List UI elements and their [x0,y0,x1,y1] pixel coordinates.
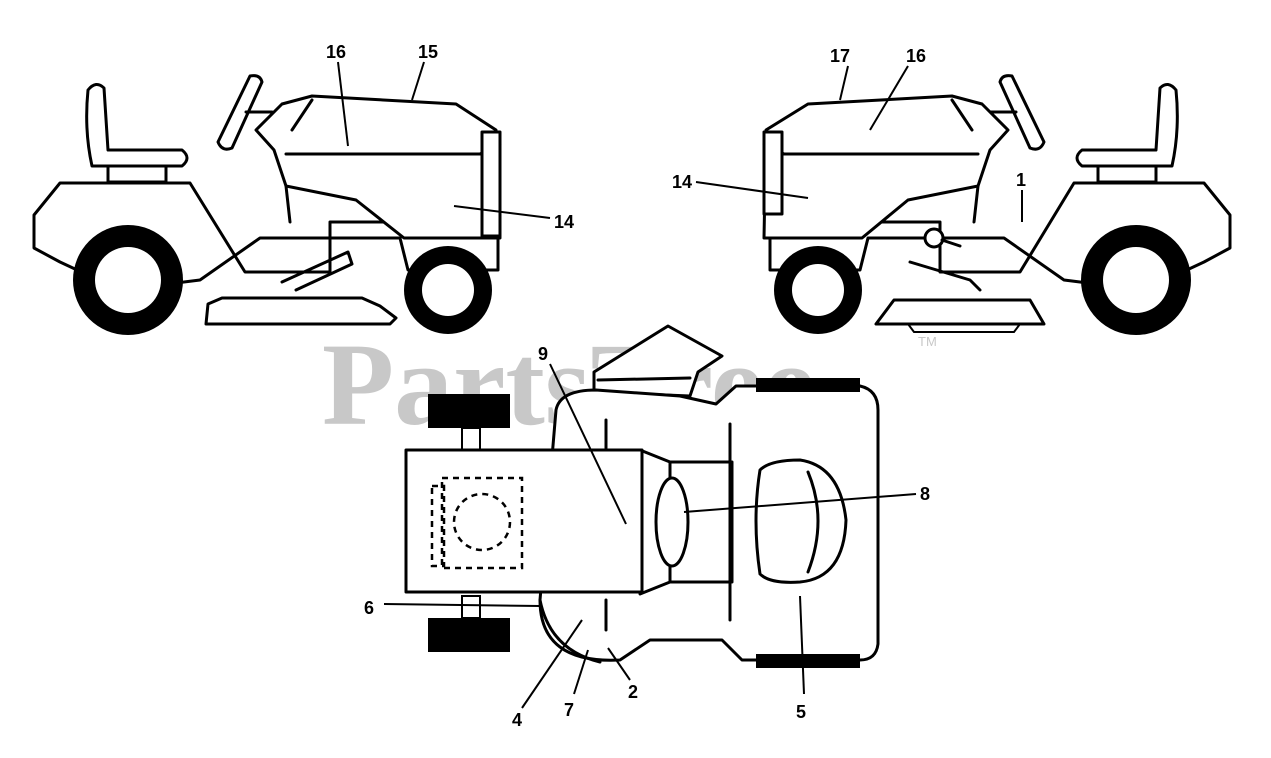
callout-16-left: 16 [326,42,346,62]
callout-5: 5 [796,702,806,722]
mower-left-side-view [32,74,502,335]
callout-17-right: 17 [830,46,850,66]
leader-lines [337,61,1023,709]
callout-2: 2 [628,682,638,702]
callout-6: 6 [364,598,374,618]
callout-15-left: 15 [418,42,438,62]
mower-top-view [404,324,880,668]
callout-8: 8 [920,484,930,504]
callout-14-left: 14 [554,212,574,232]
callout-16-right: 16 [906,46,926,66]
callout-4: 4 [512,710,522,730]
watermark-trademark: TM [918,334,937,349]
callout-9: 9 [538,344,548,364]
callout-7: 7 [564,700,574,720]
callout-14-right: 14 [672,172,692,192]
callout-1-right: 1 [1016,170,1026,190]
mower-right-side-view [762,74,1232,335]
